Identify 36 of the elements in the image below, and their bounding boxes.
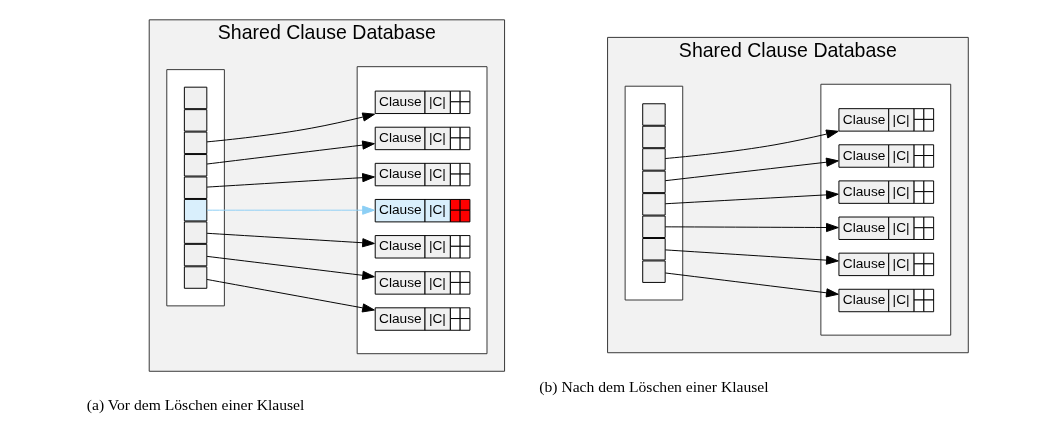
node-box [183, 266, 207, 289]
node-box [183, 86, 207, 110]
arrow [206, 205, 375, 215]
node-box [641, 103, 666, 126]
node-box [641, 215, 666, 238]
node-box [183, 198, 207, 222]
node-box [641, 260, 666, 283]
arrow [664, 157, 839, 182]
label: (b) Nach dem Löschen einer Klausel [538, 377, 769, 395]
arrow [664, 249, 839, 265]
node-box [183, 154, 207, 177]
node-box [183, 243, 207, 267]
node-box [641, 148, 666, 171]
node-box [641, 170, 666, 194]
node-box [183, 176, 207, 199]
arrow [206, 279, 375, 313]
arrow [206, 173, 375, 188]
arrow [206, 232, 375, 248]
arrow [664, 190, 839, 205]
label: (a) Vor dem Löschen einer Klausel [86, 396, 304, 414]
node-box [641, 125, 666, 149]
node-box [641, 193, 666, 216]
cluster [356, 66, 487, 355]
cluster [624, 85, 683, 301]
arrow [206, 112, 375, 143]
arrow [664, 222, 839, 233]
node-box [183, 109, 207, 132]
node-box [183, 221, 207, 244]
node-box [183, 131, 207, 155]
arrow [664, 272, 839, 298]
cluster [819, 83, 951, 336]
cluster [165, 69, 225, 307]
arrow [664, 129, 839, 160]
arrow [206, 255, 375, 280]
node-box [641, 238, 666, 261]
arrow [206, 140, 375, 165]
